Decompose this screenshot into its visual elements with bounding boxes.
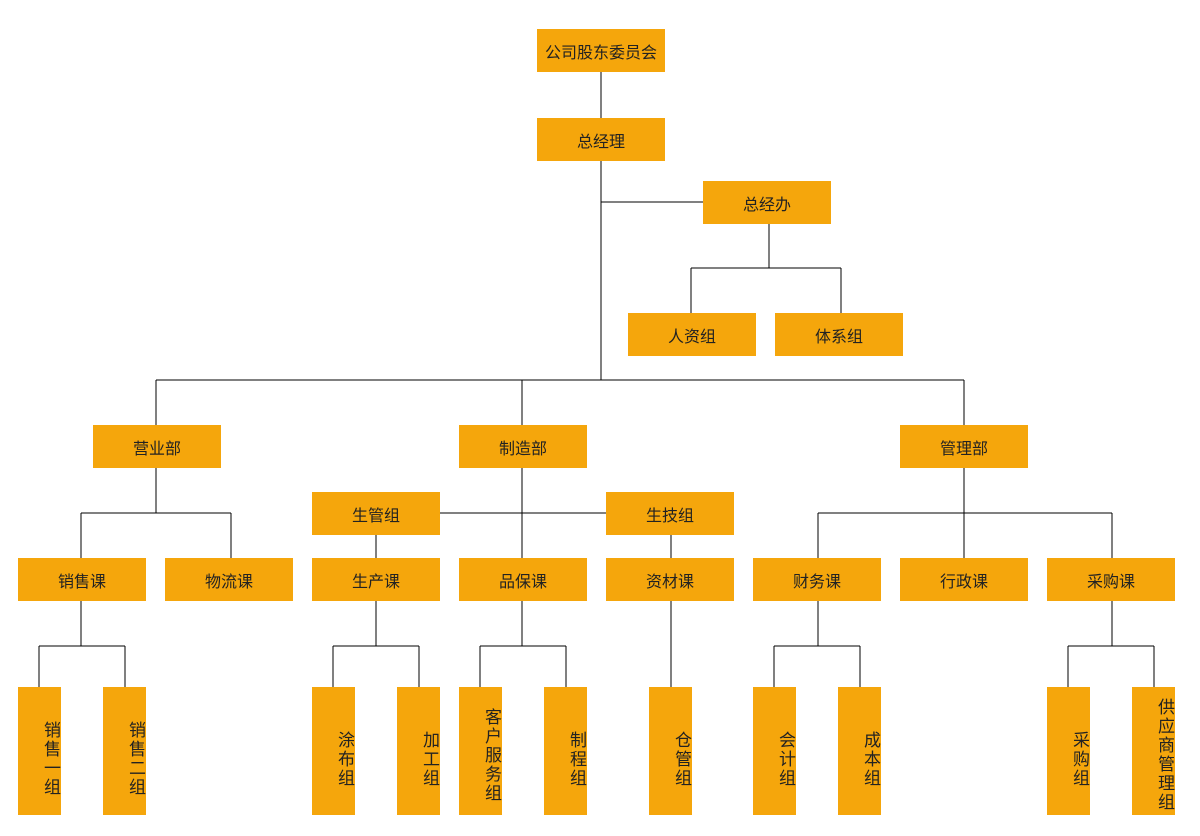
node-accounting-group[interactable]: 会计组 xyxy=(753,687,796,815)
node-hr-group[interactable]: 人资组 xyxy=(628,313,756,356)
node-materials-division[interactable]: 资材课 xyxy=(606,558,734,601)
node-processing-group[interactable]: 加工组 xyxy=(397,687,440,815)
node-purchase-group[interactable]: 采购组 xyxy=(1047,687,1090,815)
node-finance-division[interactable]: 财务课 xyxy=(753,558,881,601)
node-sales-group-1[interactable]: 销售一组 xyxy=(18,687,61,815)
node-warehouse-group[interactable]: 仓管组 xyxy=(649,687,692,815)
node-sales-division[interactable]: 销售课 xyxy=(18,558,146,601)
node-prod-tech-group[interactable]: 生技组 xyxy=(606,492,734,535)
node-mfg-dept[interactable]: 制造部 xyxy=(459,425,587,468)
node-sales-dept[interactable]: 营业部 xyxy=(93,425,221,468)
node-coating-group[interactable]: 涂布组 xyxy=(312,687,355,815)
node-prod-mgmt-group[interactable]: 生管组 xyxy=(312,492,440,535)
node-administration-division[interactable]: 行政课 xyxy=(900,558,1028,601)
node-gm-office[interactable]: 总经办 xyxy=(703,181,831,224)
node-logistics-division[interactable]: 物流课 xyxy=(165,558,293,601)
node-sales-group-2[interactable]: 销售二组 xyxy=(103,687,146,815)
node-board[interactable]: 公司股东委员会 xyxy=(537,29,665,72)
node-supplier-mgmt-group[interactable]: 供应商管理组 xyxy=(1132,687,1175,815)
node-cost-group[interactable]: 成本组 xyxy=(838,687,881,815)
node-purchasing-division[interactable]: 采购课 xyxy=(1047,558,1175,601)
node-system-group[interactable]: 体系组 xyxy=(775,313,903,356)
node-admin-dept[interactable]: 管理部 xyxy=(900,425,1028,468)
node-qa-division[interactable]: 品保课 xyxy=(459,558,587,601)
node-customer-service-group[interactable]: 客户服务组 xyxy=(459,687,502,815)
node-general-manager[interactable]: 总经理 xyxy=(537,118,665,161)
node-production-division[interactable]: 生产课 xyxy=(312,558,440,601)
node-process-group[interactable]: 制程组 xyxy=(544,687,587,815)
